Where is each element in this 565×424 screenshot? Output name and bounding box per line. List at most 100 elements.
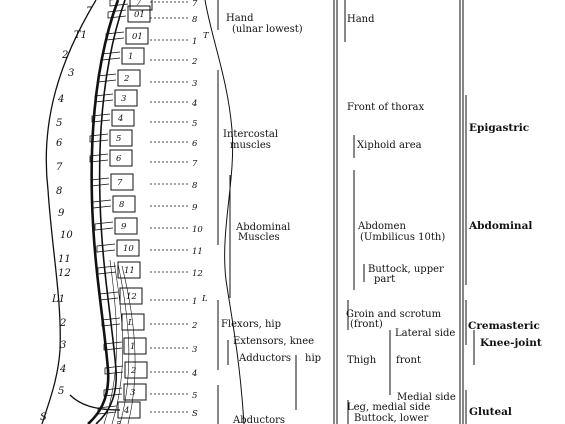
vertebral-process <box>109 0 129 7</box>
vertebral-process <box>94 93 114 103</box>
spinal-cord-front <box>87 0 120 424</box>
vertebral-process <box>96 243 116 253</box>
thoracic-marker: T <box>203 31 210 41</box>
vertebral-body <box>116 239 140 257</box>
sensory-brackets <box>344 0 391 424</box>
nerve-number: 3 <box>192 79 197 89</box>
body-number: 6 <box>116 154 122 164</box>
nerve-number: 11 <box>192 247 203 257</box>
sacrum-curve <box>69 394 121 411</box>
vertebral-process <box>90 177 110 187</box>
reflex-knee-joint: Knee-joint <box>480 337 542 349</box>
vertebral-body <box>127 5 151 23</box>
nerve-number: 4 <box>191 369 197 379</box>
sensory-labels: Hand Front of thorax Xiphoid area Abdome… <box>346 14 456 424</box>
nerve-number: 5 <box>192 391 197 401</box>
nerve-number: S <box>192 409 198 419</box>
body-number: 8 <box>119 200 125 210</box>
muscle-abductors: Abductors <box>232 415 285 424</box>
vertebral-body <box>109 149 133 167</box>
vertebral-body <box>121 47 145 65</box>
muscle-adductors-hip: hip <box>305 353 321 364</box>
vertebral-process <box>103 341 123 351</box>
vertebra-number: 10 <box>60 230 73 241</box>
body-number: 01 <box>132 32 143 42</box>
vertebra-number: 2 <box>61 50 68 61</box>
vertebra-number: 8 <box>56 186 62 197</box>
vertebral-process <box>101 51 121 61</box>
body-number: 3 <box>130 388 135 398</box>
vertebral-process <box>105 31 125 41</box>
vertebral-body <box>117 69 141 87</box>
reflex-brackets <box>465 95 475 424</box>
vertebral-body <box>119 287 143 305</box>
vertebral-process <box>101 317 121 327</box>
sensory-buttock-lower: Buttock, lower <box>354 413 429 424</box>
muscle-intercostal-line1: Intercostal <box>223 129 278 140</box>
body-number: 4 <box>117 114 123 124</box>
sensory-front-thorax: Front of thorax <box>347 102 424 113</box>
body-number: 01 <box>134 10 145 20</box>
vertebra-number: 3 <box>68 68 74 79</box>
vertebral-body <box>117 401 141 419</box>
muscle-labels: Hand (ulnar lowest) Intercostal muscles … <box>221 13 321 424</box>
vertebral-bodies <box>89 0 153 419</box>
body-number: 1 <box>130 342 135 352</box>
vertebral-body <box>112 195 136 213</box>
body-number: 10 <box>123 244 134 254</box>
vertebra-number: 4 <box>59 364 66 375</box>
vertebra-number: 12 <box>58 268 71 279</box>
vertebra-number: 6 <box>56 138 63 149</box>
sensory-hand: Hand <box>347 14 375 25</box>
segment-dotted-lines <box>150 1 188 413</box>
lumbar-marker: L <box>201 294 208 304</box>
nerve-number: 8 <box>192 181 198 191</box>
spine-outline-outer <box>41 0 97 424</box>
sensory-thigh: Thigh <box>347 355 377 366</box>
vertebra-number: 5 <box>56 118 62 129</box>
sensory-abdomen-line2: (Umbilicus 10th) <box>360 232 445 243</box>
body-number: 11 <box>124 266 135 276</box>
vertebral-body <box>114 89 138 107</box>
vertebral-body <box>123 383 147 401</box>
body-number: 2 <box>123 74 129 84</box>
nerve-number: 9 <box>192 203 198 213</box>
vertebra-number: 3 <box>60 340 66 351</box>
muscle-adductors: Adductors <box>238 353 291 364</box>
vertebral-process <box>89 153 109 163</box>
cauda-fibre-2 <box>111 261 124 424</box>
muscle-abdominal-line1: Abdominal <box>235 222 290 233</box>
body-number: 5 <box>116 134 121 144</box>
vertebral-process <box>99 291 119 301</box>
reflex-epigastric: Epigastric <box>469 122 529 134</box>
body-number: 9 <box>121 222 127 232</box>
vertebral-body <box>111 109 135 127</box>
cauda-fibre-1 <box>103 259 118 424</box>
vertebra-number: 2 <box>59 318 66 329</box>
reflex-labels: Epigastric Abdominal Cremasteric Knee-jo… <box>468 122 542 418</box>
sensory-leg-medial: Leg, medial side <box>347 402 430 413</box>
muscle-flexors: Flexors, hip <box>221 319 281 330</box>
vertebral-process <box>94 221 114 231</box>
vertebra-number: 11 <box>58 254 71 265</box>
body-number: 12 <box>126 292 137 302</box>
sensory-groin-line2: (front) <box>350 319 383 330</box>
nerve-number: 8 <box>192 15 198 25</box>
vertebral-body <box>123 337 147 355</box>
sensory-lateral-side: Lateral side <box>395 328 455 339</box>
body-number: 7 <box>136 0 142 8</box>
vertebral-body <box>109 129 133 147</box>
vertebral-body <box>117 261 141 279</box>
body-numbers: 70101123456789101112L12345 <box>116 0 145 424</box>
cauda-fibre-4 <box>121 265 136 424</box>
body-number: 2 <box>130 366 136 376</box>
muscle-abdominal-line2: Muscles <box>238 232 280 243</box>
body-silhouette <box>204 0 245 424</box>
vertebral-body <box>124 361 148 379</box>
reflex-gluteal: Gluteal <box>469 406 512 418</box>
sensory-buttock-upper-line2: part <box>374 274 395 285</box>
muscle-brackets <box>217 0 297 424</box>
vertebral-body <box>121 313 145 331</box>
